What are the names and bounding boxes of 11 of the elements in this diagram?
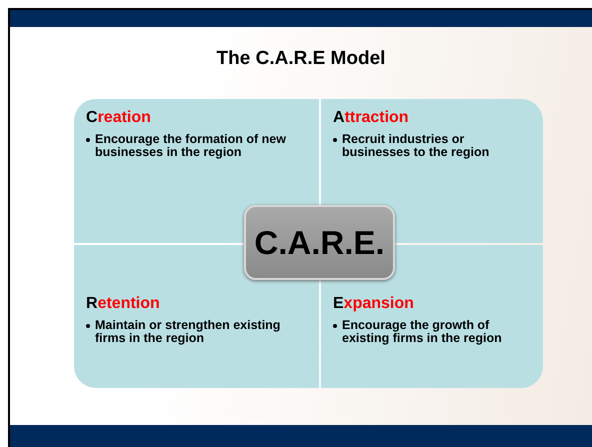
center-label: C.A.R.E.	[254, 224, 385, 262]
center-box	[244, 205, 395, 280]
bullet-text: Encourage the formation of new businesses in the region	[95, 133, 287, 160]
quadrant-heading: Creation	[86, 109, 152, 127]
quadrant-heading: Attraction	[333, 109, 410, 127]
title: The C.A.R.E Model	[216, 48, 386, 70]
bullet-text: Encourage the growth of existing firms in the region	[342, 319, 503, 346]
bullet-text: Recruit industries or businesses to the region	[342, 133, 490, 160]
quadrant-heading: Expansion	[333, 295, 415, 313]
quadrant-heading: Retention	[86, 295, 161, 313]
bullet-text: Maintain or strengthen existing firms in the region	[95, 319, 282, 346]
